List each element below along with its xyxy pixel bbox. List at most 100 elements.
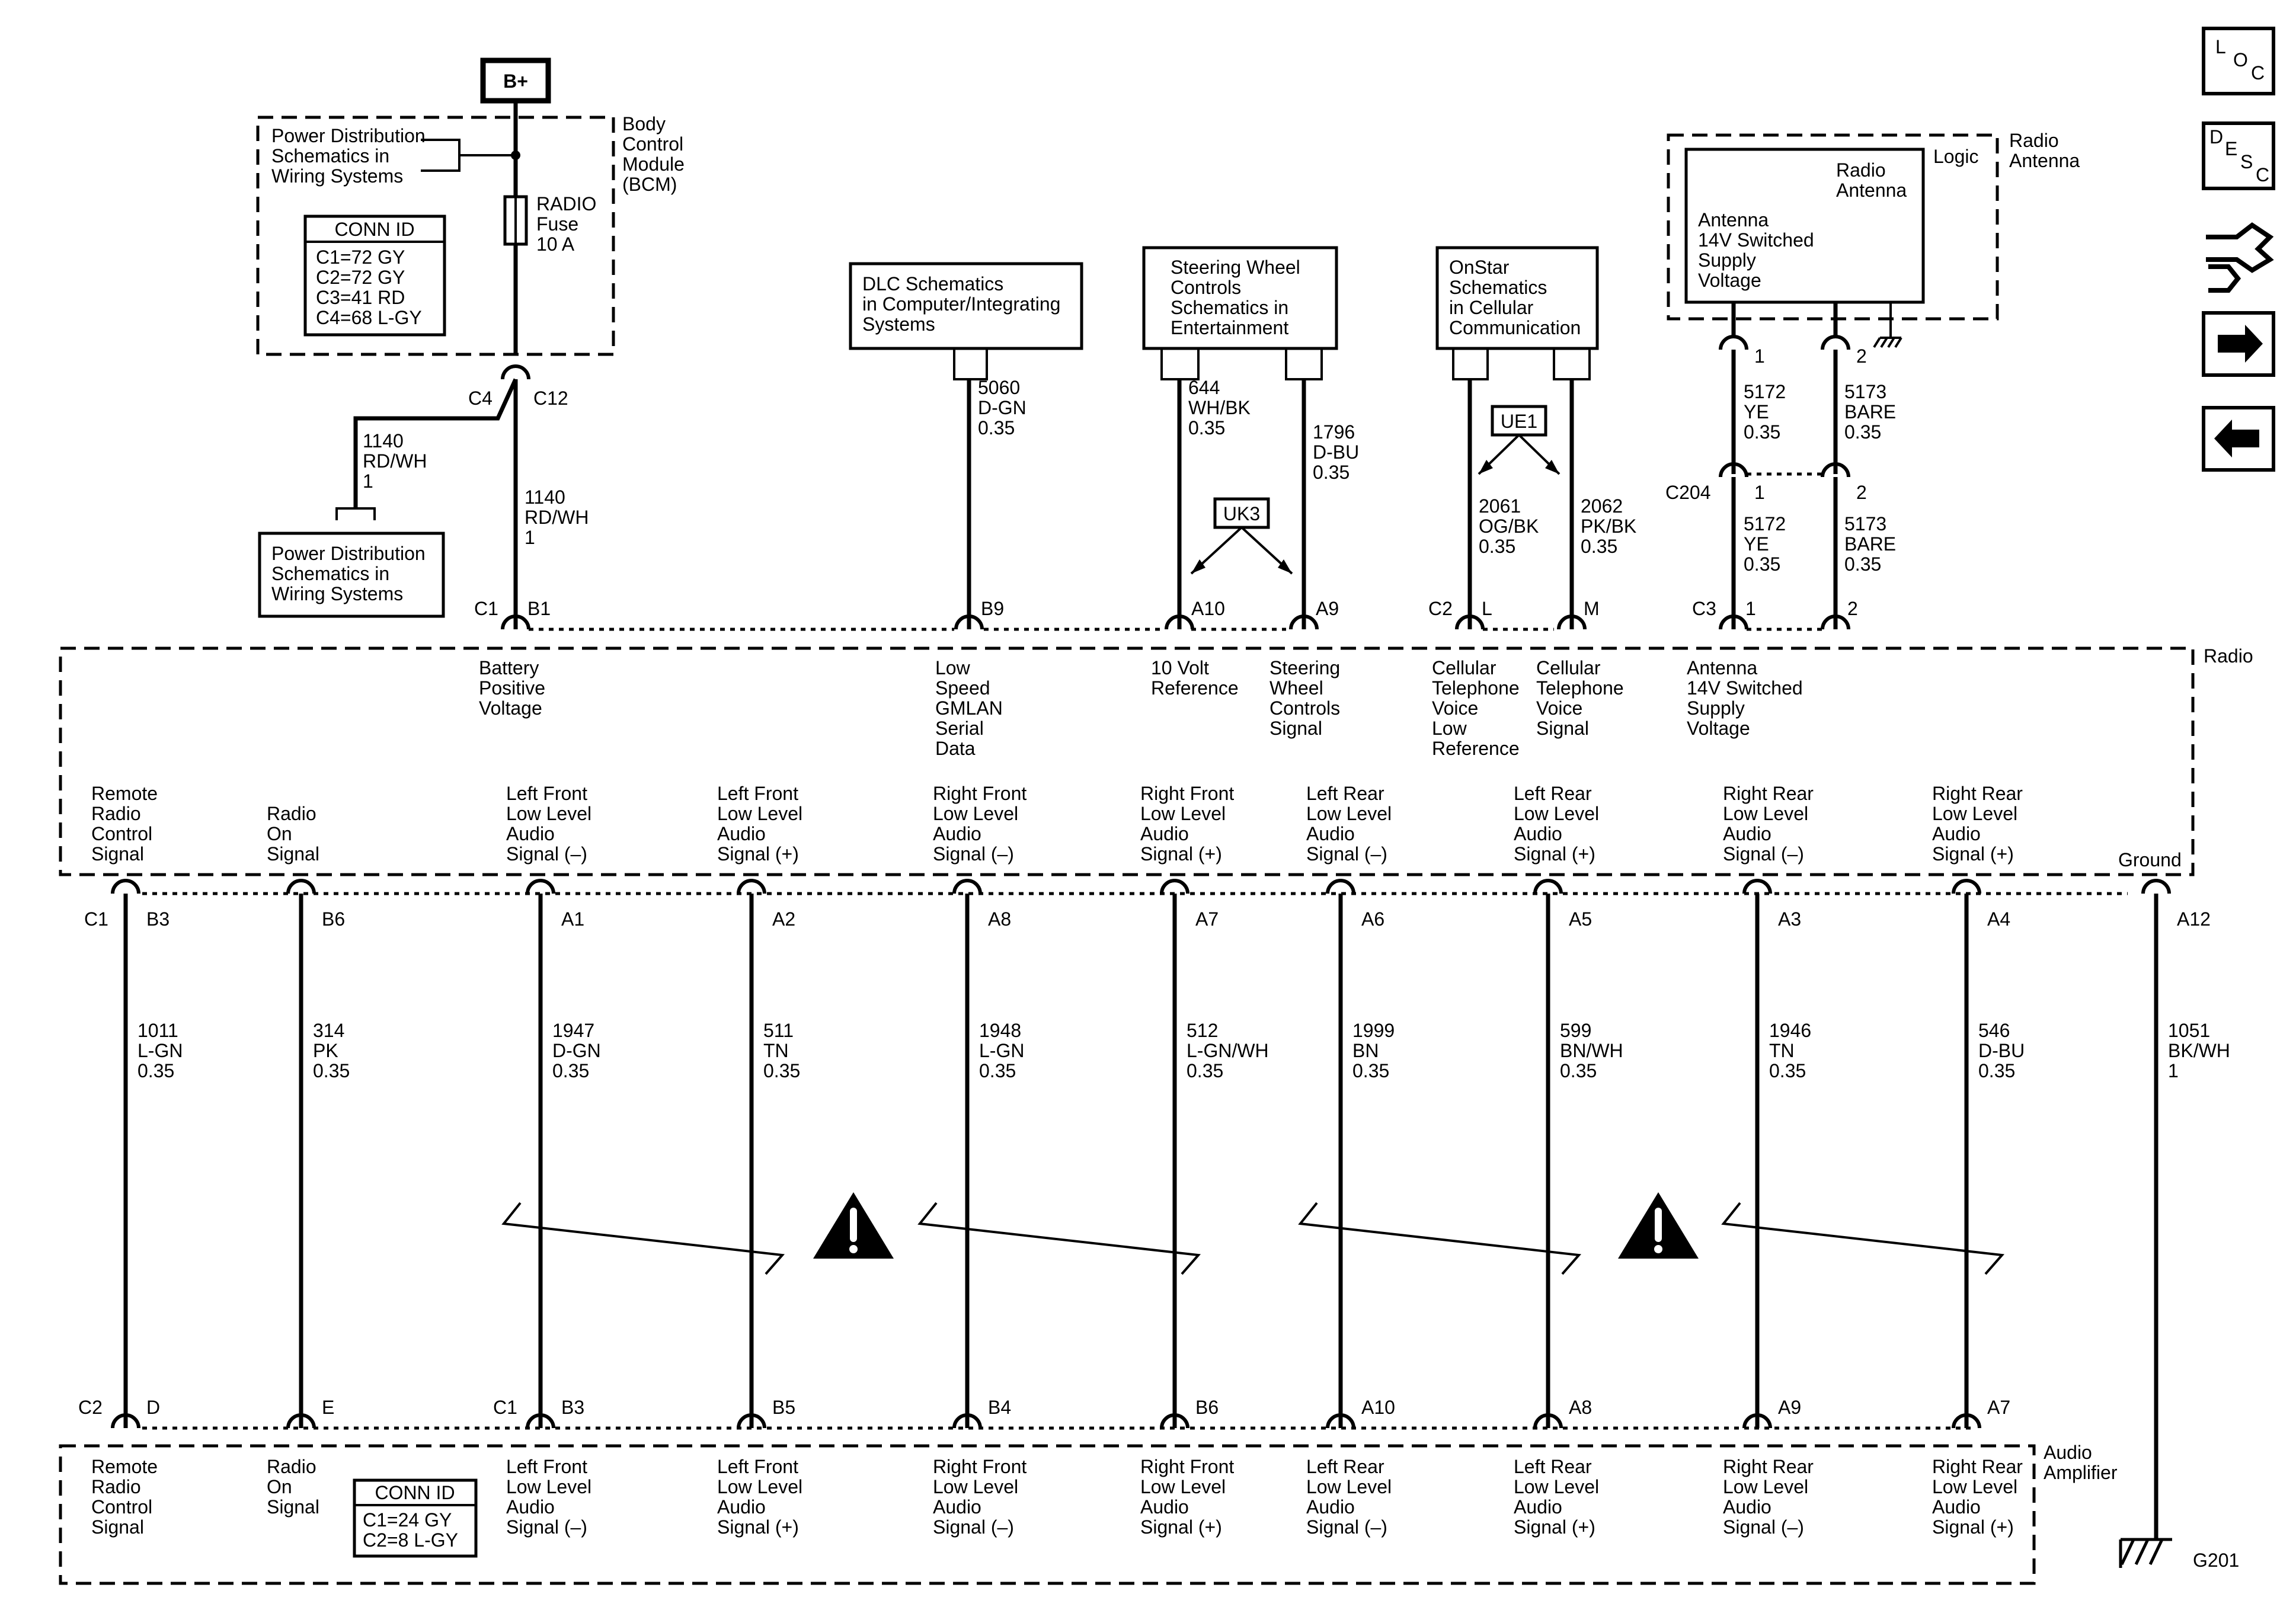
pin-label: A2 <box>772 908 795 930</box>
svg-text:C204: C204 <box>1665 482 1711 503</box>
svg-text:Radio: Radio <box>1836 159 1886 181</box>
wire-label: 1011 <box>137 1020 178 1041</box>
svg-text:UE1: UE1 <box>1501 411 1537 432</box>
amplifier-pin-label: Audio <box>1140 1496 1189 1518</box>
wire-label: 0.35 <box>1744 553 1780 575</box>
svg-text:RADIO: RADIO <box>536 193 596 215</box>
pin-label: B3 <box>561 1397 584 1418</box>
radio-top-label: Steering <box>1269 657 1340 678</box>
radio-bottom-label: Signal (+) <box>1514 843 1595 865</box>
wire-label: 0.35 <box>1187 1060 1223 1081</box>
pin-label: A4 <box>1987 908 2010 930</box>
loc-nav-button[interactable]: L O C <box>2202 27 2275 95</box>
radio-top-label: Controls <box>1269 697 1340 719</box>
svg-text:C2=8 L-GY: C2=8 L-GY <box>363 1529 458 1551</box>
radio-top-label: Antenna <box>1687 657 1757 678</box>
radio-top-label: Serial <box>935 718 984 739</box>
amplifier-pin-labels: RemoteRadioControlSignalRadioOnSignalLef… <box>91 1456 2023 1538</box>
svg-text:5173: 5173 <box>1844 381 1886 402</box>
radio-bottom-label: Right Rear <box>1723 783 1814 804</box>
radio-top-label: Cellular <box>1432 657 1496 678</box>
pin-terminal <box>1533 879 1563 894</box>
radio-bottom-label: Audio <box>1140 823 1189 844</box>
wire-label: L-GN <box>137 1040 183 1061</box>
svg-text:C4=68 L-GY: C4=68 L-GY <box>316 307 422 328</box>
wire-label: D-GN <box>552 1040 601 1061</box>
pin-label: A7 <box>1195 908 1219 930</box>
pin-label: B6 <box>322 908 345 930</box>
twisted-pair-markers <box>501 1202 2005 1275</box>
wire-label: 1051 <box>2168 1020 2210 1041</box>
desc-nav-button[interactable]: D E S C <box>2202 121 2275 190</box>
pin-label: A8 <box>1569 1397 1592 1418</box>
amplifier-pin-label: Low Level <box>1723 1476 1808 1497</box>
radio-bottom-label: Left Front <box>506 783 587 804</box>
wire-label: RD/WH <box>525 507 589 528</box>
radio-top-label: 10 Volt <box>1151 657 1209 678</box>
svg-text:in Computer/Integrating: in Computer/Integrating <box>862 293 1060 315</box>
svg-text:Power Distribution: Power Distribution <box>271 125 426 146</box>
svg-text:Audio: Audio <box>2044 1442 2092 1463</box>
caution-icon <box>1618 1192 1699 1259</box>
svg-text:O: O <box>2233 49 2248 71</box>
svg-text:E: E <box>2225 138 2237 159</box>
svg-text:Schematics in: Schematics in <box>1171 297 1288 318</box>
wire-label: BARE <box>1844 533 1896 555</box>
wire-label: 0.35 <box>1352 1060 1389 1081</box>
svg-text:Power Distribution: Power Distribution <box>271 543 426 564</box>
pin-label: B6 <box>1195 1397 1219 1418</box>
radio-bottom-label: Control <box>91 823 152 844</box>
pin-label: A6 <box>1361 908 1384 930</box>
amplifier-pin-label: Left Front <box>717 1456 798 1477</box>
radio-top-label: Positive <box>479 677 545 699</box>
svg-text:C4: C4 <box>468 388 493 409</box>
radio-top-label: Voice <box>1432 697 1478 719</box>
radio-bottom-label: Low Level <box>506 803 591 824</box>
svg-text:5172: 5172 <box>1744 381 1786 402</box>
pin-label: A9 <box>1316 598 1339 619</box>
bcm-connector-c4-c12: C4 C12 1140 RD/WH 1 <box>335 364 568 629</box>
wire-label: 1946 <box>1769 1020 1811 1041</box>
connector-tools-icon[interactable] <box>2206 222 2274 293</box>
pin-label: A9 <box>1778 1397 1801 1418</box>
radio-bottom-label: On <box>267 823 292 844</box>
wire-label: 0.35 <box>1188 417 1225 438</box>
radio-antenna-module: Radio Antenna Logic Radio Antenna Antenn… <box>1667 130 2080 348</box>
pin-label: A7 <box>1987 1397 2010 1418</box>
amplifier-pin-label: Right Front <box>933 1456 1027 1477</box>
pin-terminal <box>737 1413 766 1429</box>
svg-text:Schematics: Schematics <box>1449 277 1547 298</box>
radio-bottom-label: Audio <box>933 823 981 844</box>
bcm-conn-id-table: CONN ID C1=72 GY C2=72 GY C3=41 RD C4=68… <box>303 215 446 337</box>
amplifier-pin-label: Left Front <box>506 1456 587 1477</box>
connector-label: C1 <box>474 598 498 619</box>
previous-arrow-button[interactable] <box>2202 406 2275 472</box>
radio-top-label: Supply <box>1687 697 1745 719</box>
radio-bottom-label: Audio <box>1723 823 1771 844</box>
radio-top-label: Voltage <box>1687 718 1750 739</box>
bplus-source: B+ <box>480 57 551 104</box>
pin-terminal <box>286 879 316 894</box>
wire-label: 1948 <box>979 1020 1021 1041</box>
wire-label: BN/WH <box>1560 1040 1623 1061</box>
radio-top-label: Reference <box>1432 738 1520 759</box>
radio-bottom-label: Audio <box>1932 823 1981 844</box>
radio-bottom-label: Right Rear <box>1932 783 2023 804</box>
radio-bottom-label: Radio <box>267 803 316 824</box>
radio-bottom-label: Left Front <box>717 783 798 804</box>
bcm-module-outline <box>256 116 615 356</box>
radio-bottom-label: Signal (–) <box>1723 843 1804 865</box>
radio-bottom-label: Low Level <box>1140 803 1226 824</box>
svg-text:Wiring Systems: Wiring Systems <box>271 165 403 187</box>
radio-bottom-label: Low Level <box>1932 803 2017 824</box>
radio-bottom-label: Remote <box>91 783 158 804</box>
svg-text:2: 2 <box>1856 482 1867 503</box>
svg-text:DLC Schematics: DLC Schematics <box>862 273 1003 295</box>
radio-bottom-label: Signal <box>267 843 319 865</box>
radio-top-label: GMLAN <box>935 697 1003 719</box>
next-arrow-button[interactable] <box>2202 311 2275 377</box>
pin-terminal <box>2141 879 2171 894</box>
pin-terminal <box>952 1413 982 1429</box>
svg-text:Wiring Systems: Wiring Systems <box>271 583 403 604</box>
